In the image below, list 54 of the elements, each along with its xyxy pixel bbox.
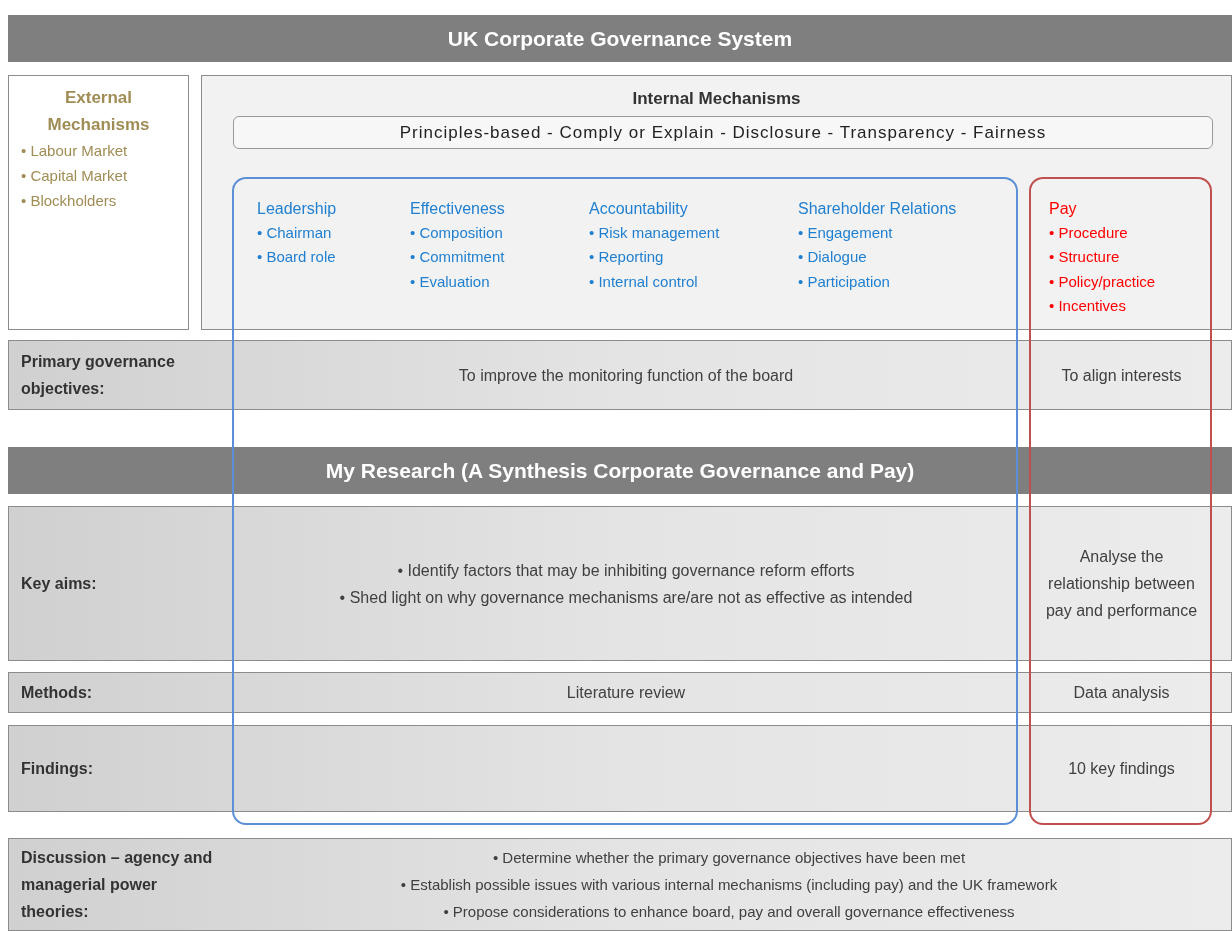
list-item: • Evaluation	[410, 271, 490, 292]
row-heading: Discussion – agency and managerial power theories:	[21, 848, 214, 922]
row-text: • Determine whether the primary governance objectives have been met	[492, 848, 966, 868]
list-item: • Engagement	[798, 222, 893, 243]
row-text: To improve the monitoring function of the board	[458, 365, 794, 386]
list-item: • Dialogue	[798, 247, 867, 267]
list-item: • Procedure	[1049, 222, 1128, 243]
column-heading: Pay	[1049, 199, 1077, 219]
row-text: • Establish possible issues with various internal mechanisms (including pay) and the UK framework	[400, 875, 1058, 895]
table-row	[8, 838, 1232, 931]
list-item: • Blockholders	[21, 191, 118, 211]
row-text: To align interests	[1060, 365, 1183, 386]
list-item: • Commitment	[410, 247, 505, 267]
column-heading: Shareholder Relations	[798, 199, 957, 219]
row-text: Data analysis	[1072, 683, 1171, 703]
row-heading: Methods:	[21, 683, 94, 703]
title-bar	[8, 447, 1232, 494]
list-item: • Reporting	[589, 247, 664, 267]
list-item: • Risk management	[589, 222, 720, 243]
row-text: Literature review	[566, 683, 686, 703]
list-item: • Policy/practice	[1049, 271, 1156, 292]
row-text: 10 key findings	[1067, 759, 1176, 779]
panel-heading: External Mechanisms	[46, 87, 151, 136]
list-item: • Composition	[410, 222, 503, 243]
table-row	[8, 725, 1232, 812]
title-text: UK Corporate Governance System	[447, 25, 793, 52]
list-item: • Participation	[798, 271, 890, 292]
list-item: • Board role	[257, 247, 336, 267]
list-item: • Chairman	[257, 222, 332, 243]
row-heading: Primary governance objectives:	[21, 352, 176, 399]
list-item: • Structure	[1049, 247, 1120, 267]
table-row	[8, 340, 1232, 410]
list-item: • Internal control	[589, 271, 698, 292]
column-heading: Accountability	[589, 199, 688, 219]
principles-box	[233, 116, 1213, 149]
row-text: • Propose considerations to enhance board, pay and overall governance effectiveness	[443, 902, 1015, 922]
principles-text: Principles-based - Comply or Explain - Disclosure - Transparency - Fairness	[399, 121, 1047, 144]
side-panel	[8, 75, 189, 330]
title-text: My Research (A Synthesis Corporate Governance and Pay)	[325, 457, 915, 484]
column-heading: Effectiveness	[410, 199, 505, 219]
row-heading: Key aims:	[21, 574, 98, 594]
title-bar	[8, 15, 1232, 62]
list-item: • Capital Market	[21, 166, 129, 186]
row-text: • Shed light on why governance mechanisms are/are not as effective as intended	[339, 587, 913, 608]
list-item: • Incentives	[1049, 296, 1126, 316]
panel	[201, 75, 1232, 330]
table-row	[8, 672, 1232, 713]
list-item: • Labour Market	[21, 141, 129, 161]
table-row	[8, 506, 1232, 661]
row-text: • Identify factors that may be inhibiting governance reform efforts	[397, 560, 855, 581]
column-heading: Leadership	[257, 199, 337, 219]
row-heading: Findings:	[21, 759, 94, 779]
panel-heading: Internal Mechanisms	[631, 88, 802, 110]
row-text: Analyse the relationship between pay and performance	[1044, 547, 1199, 621]
